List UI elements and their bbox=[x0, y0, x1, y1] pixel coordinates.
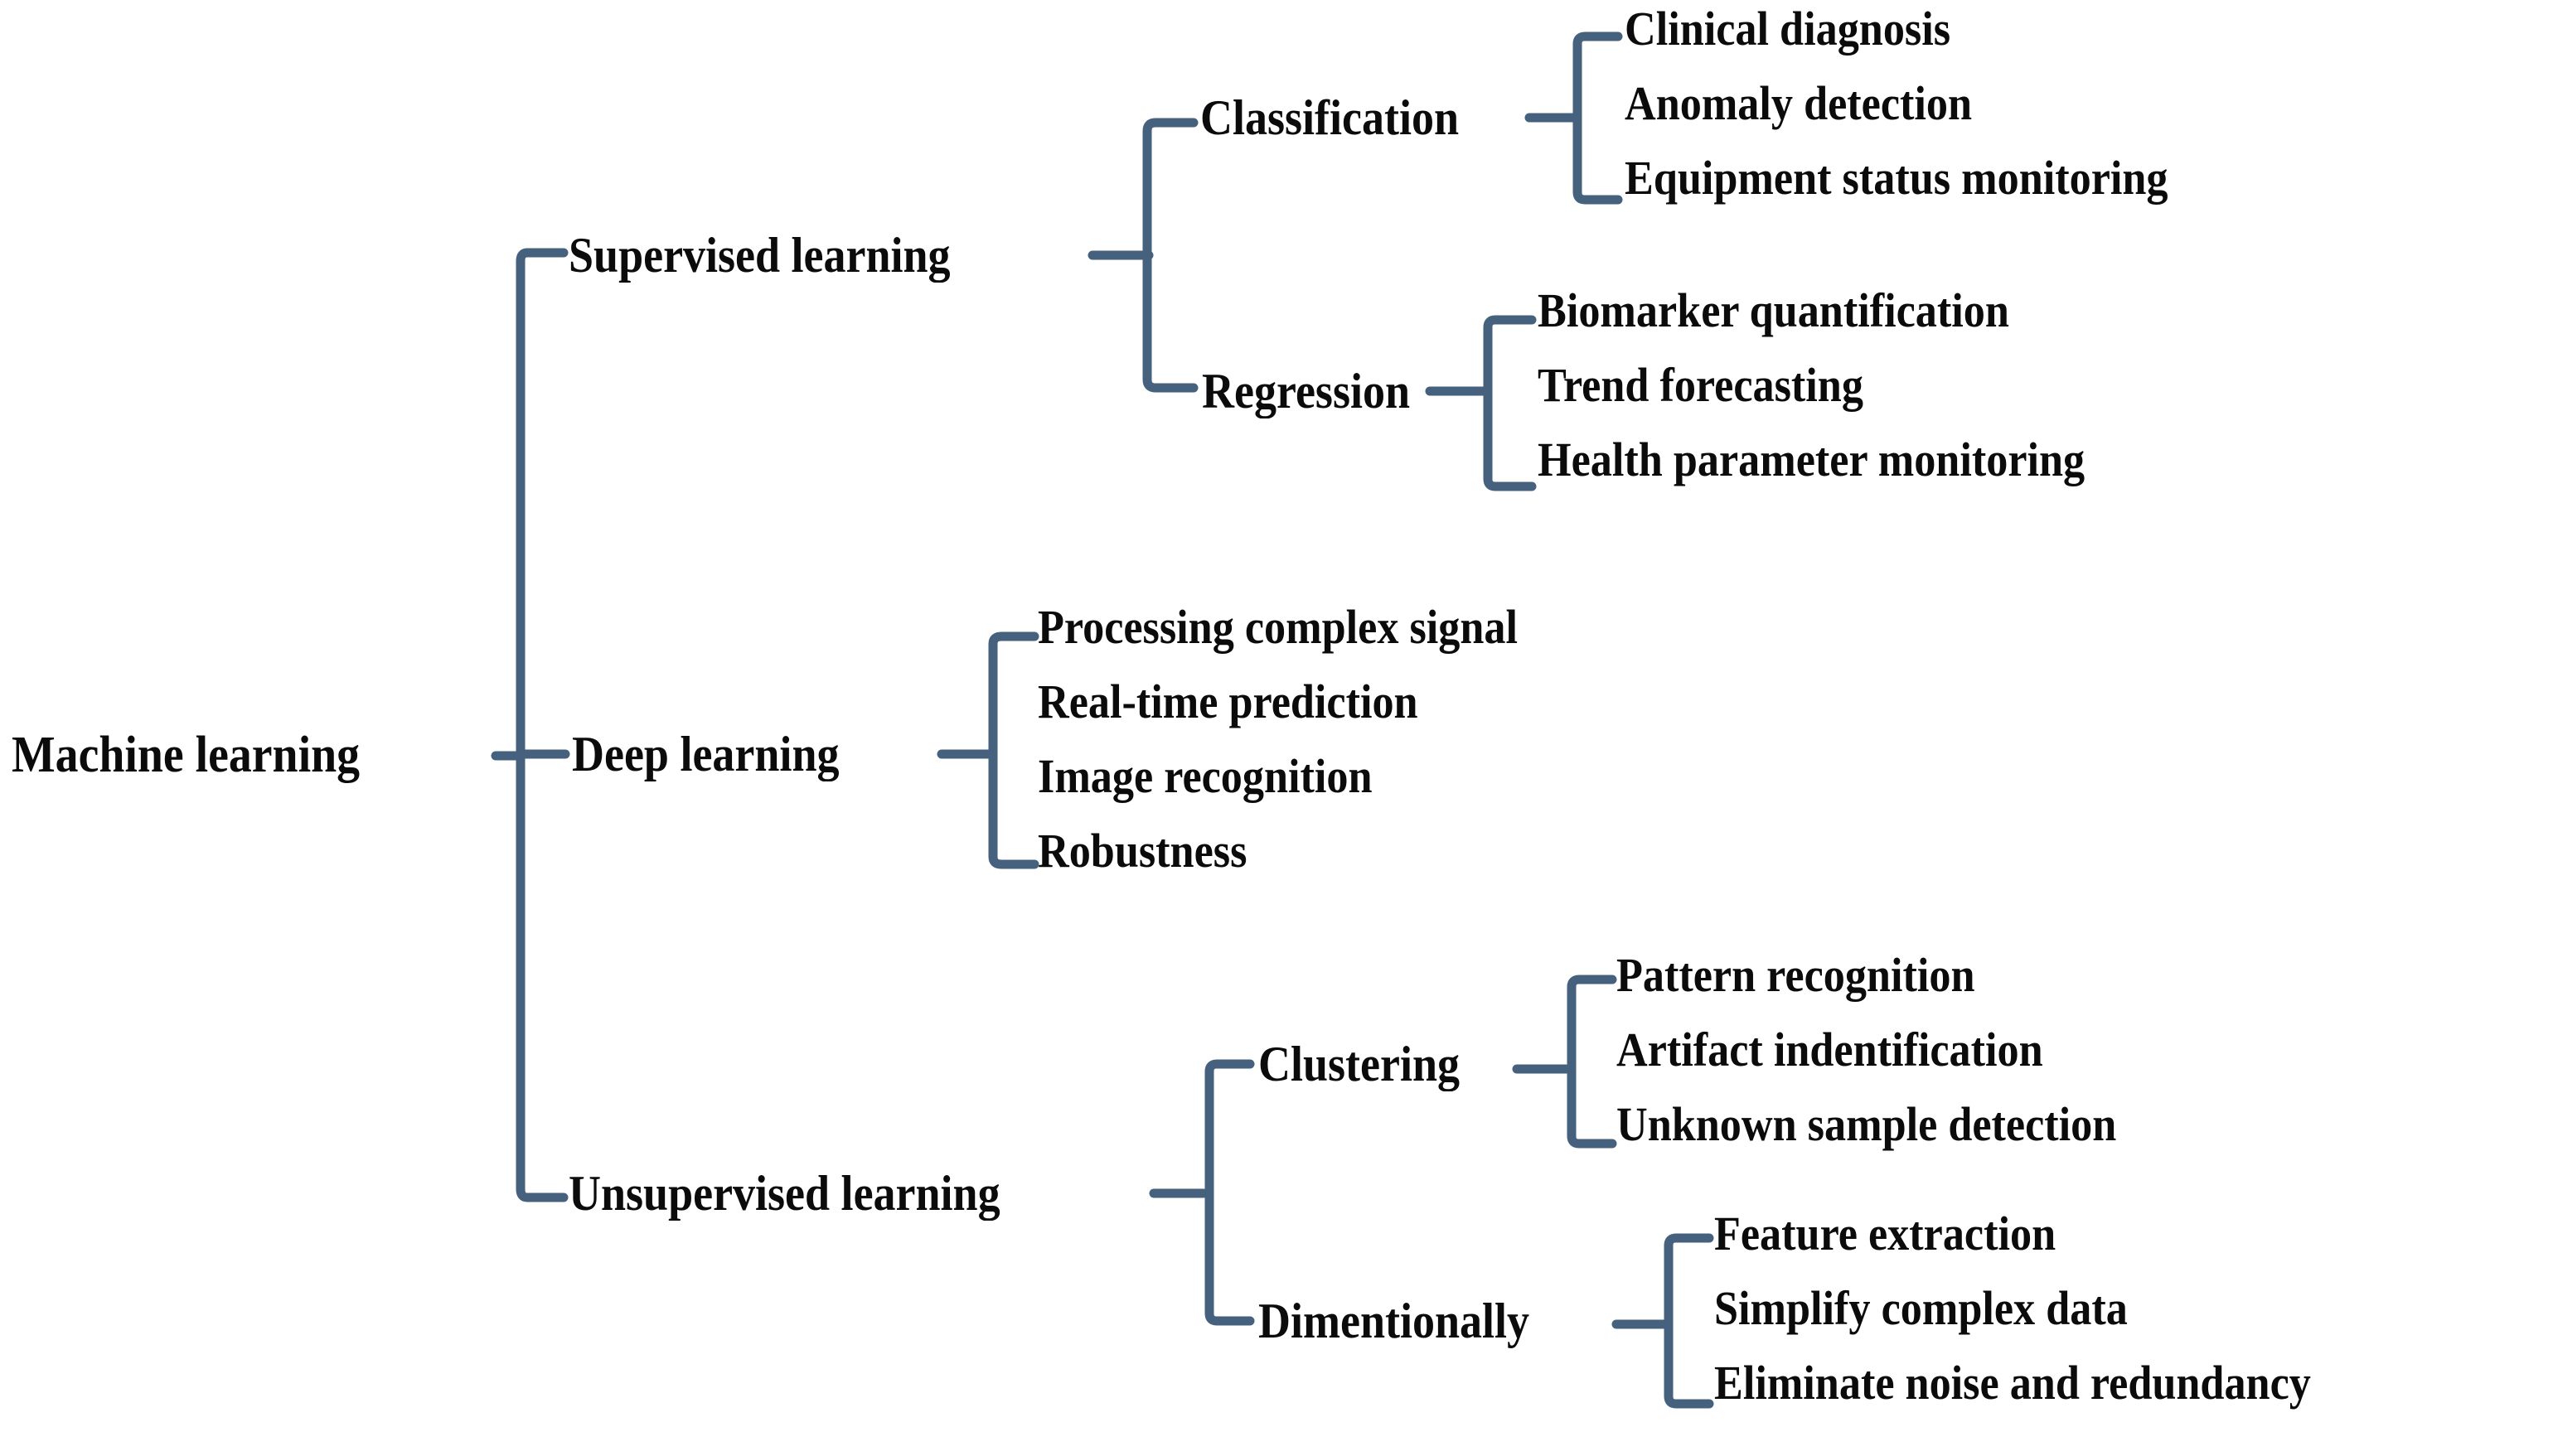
node-classification[interactable]: Classification bbox=[1200, 90, 1460, 145]
node-deep-learning[interactable]: Deep learning bbox=[572, 727, 840, 781]
leaf-image-recognition[interactable]: Image recognition bbox=[1038, 749, 1373, 803]
leaf-anomaly-detection[interactable]: Anomaly detection bbox=[1625, 76, 1973, 130]
leaf-trend-forecasting[interactable]: Trend forecasting bbox=[1538, 358, 1863, 412]
leaf-equipment-status-monitoring[interactable]: Equipment status monitoring bbox=[1625, 151, 2168, 205]
leaf-artifact-indentification[interactable]: Artifact indentification bbox=[1616, 1023, 2043, 1076]
connector-unsupervised-bracket bbox=[1204, 1059, 1255, 1326]
node-regression[interactable]: Regression bbox=[1202, 364, 1411, 418]
leaf-simplify-complex-data[interactable]: Simplify complex data bbox=[1714, 1281, 2128, 1335]
connector-deep-learning-bracket bbox=[988, 631, 1039, 869]
leaf-eliminate-noise-and-redundancy[interactable]: Eliminate noise and redundancy bbox=[1714, 1356, 2311, 1410]
node-machine-learning[interactable]: Machine learning bbox=[12, 727, 361, 783]
leaf-pattern-recognition[interactable]: Pattern recognition bbox=[1616, 948, 1975, 1002]
connector-main-spine bbox=[516, 248, 569, 1202]
leaf-unknown-sample-detection[interactable]: Unknown sample detection bbox=[1616, 1097, 2117, 1151]
leaf-robustness[interactable]: Robustness bbox=[1038, 824, 1247, 878]
connector-regression-bracket bbox=[1483, 315, 1537, 491]
leaf-feature-extraction[interactable]: Feature extraction bbox=[1714, 1207, 2056, 1260]
connector-clustering-bracket bbox=[1567, 975, 1617, 1149]
leaf-real-time-prediction[interactable]: Real-time prediction bbox=[1038, 675, 1418, 728]
node-unsupervised-learning[interactable]: Unsupervised learning bbox=[569, 1166, 1000, 1221]
leaf-clinical-diagnosis[interactable]: Clinical diagnosis bbox=[1625, 2, 1951, 56]
connector-classification-bracket bbox=[1572, 31, 1623, 205]
connector-supervised-bracket bbox=[1142, 118, 1199, 393]
connector-dimentionally-bracket bbox=[1664, 1233, 1714, 1409]
leaf-biomarker-quantification[interactable]: Biomarker quantification bbox=[1538, 283, 2009, 337]
node-supervised-learning[interactable]: Supervised learning bbox=[569, 228, 951, 283]
node-clustering[interactable]: Clustering bbox=[1258, 1037, 1460, 1091]
node-dimentionally[interactable]: Dimentionally bbox=[1258, 1294, 1530, 1348]
leaf-health-parameter-monitoring[interactable]: Health parameter monitoring bbox=[1538, 433, 2086, 486]
leaf-processing-complex-signal[interactable]: Processing complex signal bbox=[1038, 600, 1519, 654]
